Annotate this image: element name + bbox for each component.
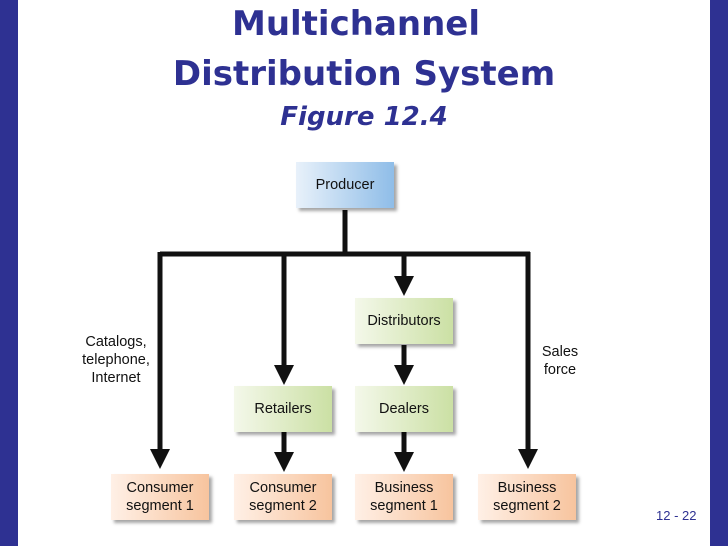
direct-channel-label: Catalogs, telephone, Internet <box>82 334 150 386</box>
page-number: 12 - 22 <box>656 508 697 523</box>
title-line-2: Distribution System <box>172 54 556 94</box>
producer-box: Producer <box>296 162 394 208</box>
retailers-box: Retailers <box>234 386 332 432</box>
distributors-box: Distributors <box>355 298 453 344</box>
dealers-box: Dealers <box>355 386 453 432</box>
left-accent-band <box>0 0 18 546</box>
title-line-1: Multichannel <box>231 4 481 44</box>
business-segment-1-box: Business segment 1 <box>355 474 453 520</box>
business-segment-2-box: Business segment 2 <box>478 474 576 520</box>
right-accent-band <box>710 0 728 546</box>
figure-label: Figure 12.4 <box>280 102 448 132</box>
sales-force-label: Sales force <box>541 344 579 378</box>
consumer-segment-1-box: Consumer segment 1 <box>111 474 209 520</box>
consumer-segment-2-box: Consumer segment 2 <box>234 474 332 520</box>
